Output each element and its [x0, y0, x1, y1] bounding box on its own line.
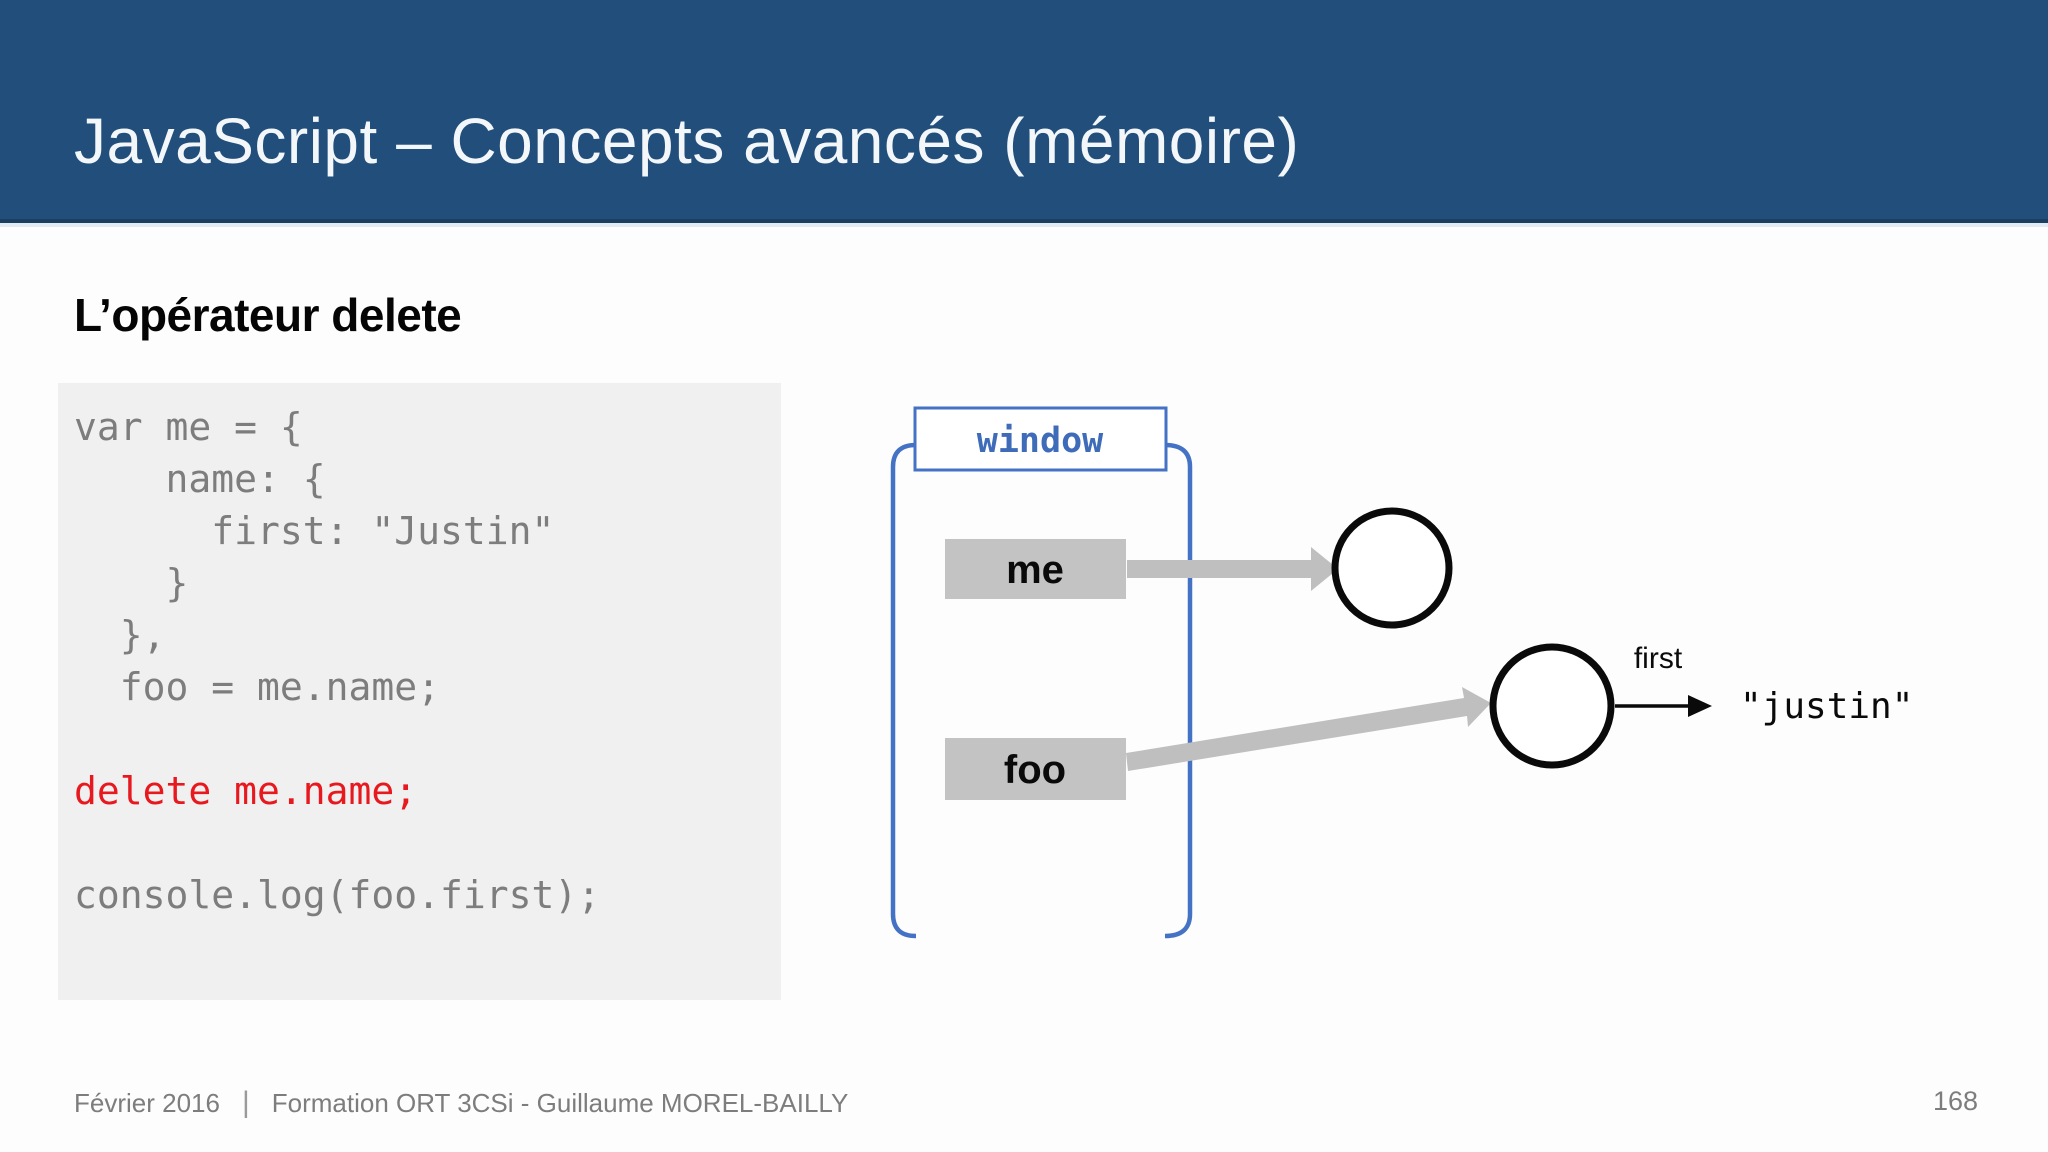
code-line: delete me.name; [74, 769, 418, 813]
first-property-arrowhead-icon [1688, 695, 1712, 717]
foo-reference-arrow-icon [1126, 687, 1491, 771]
slide-header: JavaScript – Concepts avancés (mémoire) [0, 0, 2048, 223]
code-line: console.log(foo.first); [74, 873, 601, 917]
me-reference-arrow-icon [1127, 547, 1338, 591]
code-line: foo = me.name; [74, 665, 441, 709]
scope-bracket-right-icon [1164, 442, 1193, 939]
object-node-me-circle [1331, 507, 1453, 629]
code-block: var me = { name: { first: "Justin" } }, … [58, 383, 781, 1000]
slide-footer: Février 2016 | Formation ORT 3CSi - Guil… [74, 1086, 848, 1120]
scope-bracket-left-icon [890, 442, 917, 939]
foo-variable-label: foo [1004, 748, 1066, 792]
window-label-box [913, 406, 1168, 472]
me-variable-box [945, 539, 1126, 599]
page-number: 168 [1932, 1086, 1978, 1116]
slide-title: JavaScript – Concepts avancés (mémoire) [74, 105, 1300, 177]
code-line: var me = { [74, 405, 303, 449]
window-label: window [977, 421, 1104, 461]
foo-variable-box [945, 738, 1126, 800]
footer-separator: | [241, 1086, 250, 1119]
string-value-label: "justin" [1740, 686, 1913, 727]
me-variable-label: me [1006, 548, 1064, 592]
code-line: }, [74, 613, 166, 657]
object-node-name-circle [1489, 643, 1615, 769]
footer-credit: Formation ORT 3CSi - Guillaume MOREL-BAI… [271, 1088, 849, 1118]
code-line: first: "Justin" [74, 509, 555, 553]
code-line: name: { [74, 457, 326, 501]
footer-date: Février 2016 [74, 1088, 220, 1118]
code-line: } [74, 561, 189, 605]
header-accent-line [0, 223, 2048, 227]
section-heading: L’opérateur delete [74, 289, 462, 341]
property-label: first [1634, 642, 1683, 675]
